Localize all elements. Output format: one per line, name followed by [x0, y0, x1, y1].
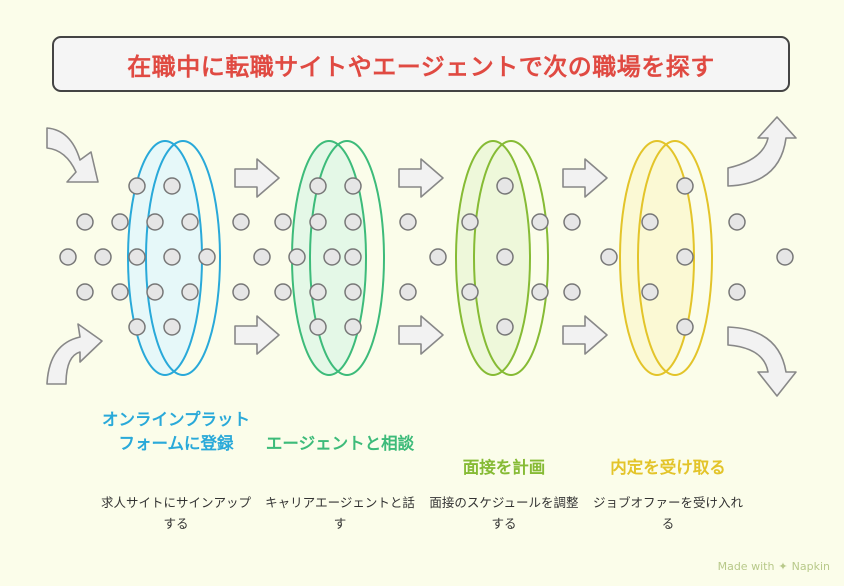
arrow-right-icon: [562, 315, 608, 355]
dots: [59, 177, 794, 336]
napkin-logo-icon: ✦: [778, 560, 788, 573]
step-3-description: 面接のスケジュールを調整する: [429, 495, 579, 531]
footer-attribution: Made with ✦ Napkin: [718, 560, 830, 573]
arrow-right-icon: [398, 158, 444, 198]
step-4-title: 内定を受け取る: [610, 458, 726, 477]
outbound-arrow-top-icon: [727, 116, 797, 187]
step-2: エージェントと相談 キャリアエージェントと話す: [260, 408, 420, 531]
footer-brand: Napkin: [791, 560, 830, 573]
step-4-description: ジョブオファーを受け入れる: [592, 495, 743, 531]
inbound-arrow-bottom-icon: [46, 323, 103, 385]
step-2-title: エージェントと相談: [265, 434, 415, 453]
page-title: 在職中に転職サイトやエージェントで次の職場を探す: [127, 52, 715, 81]
step-1: オンラインプラットフォームに登録 求人サイトにサインアップする: [96, 408, 256, 531]
arrow-right-icon: [234, 158, 280, 198]
step-4: 内定を受け取る ジョブオファーを受け入れる: [588, 408, 748, 531]
title-banner: 在職中に転職サイトやエージェントで次の職場を探す: [52, 36, 790, 92]
inbound-arrow-top-icon: [46, 127, 99, 183]
arrow-right-icon: [234, 315, 280, 355]
arrow-right-icon: [562, 158, 608, 198]
ring-stage-3: [455, 140, 549, 376]
ring-stage-4: [619, 140, 713, 376]
step-3: 面接を計画 面接のスケジュールを調整する: [424, 408, 584, 531]
outbound-arrow-bottom-icon: [727, 326, 797, 397]
step-3-title: 面接を計画: [462, 458, 546, 477]
step-1-description: 求人サイトにサインアップする: [100, 495, 251, 531]
arrow-right-icon: [398, 315, 444, 355]
footer-made-with: Made with: [717, 560, 775, 573]
step-1-title: オンラインプラットフォームに登録: [101, 410, 250, 453]
step-2-description: キャリアエージェントと話す: [265, 495, 415, 531]
